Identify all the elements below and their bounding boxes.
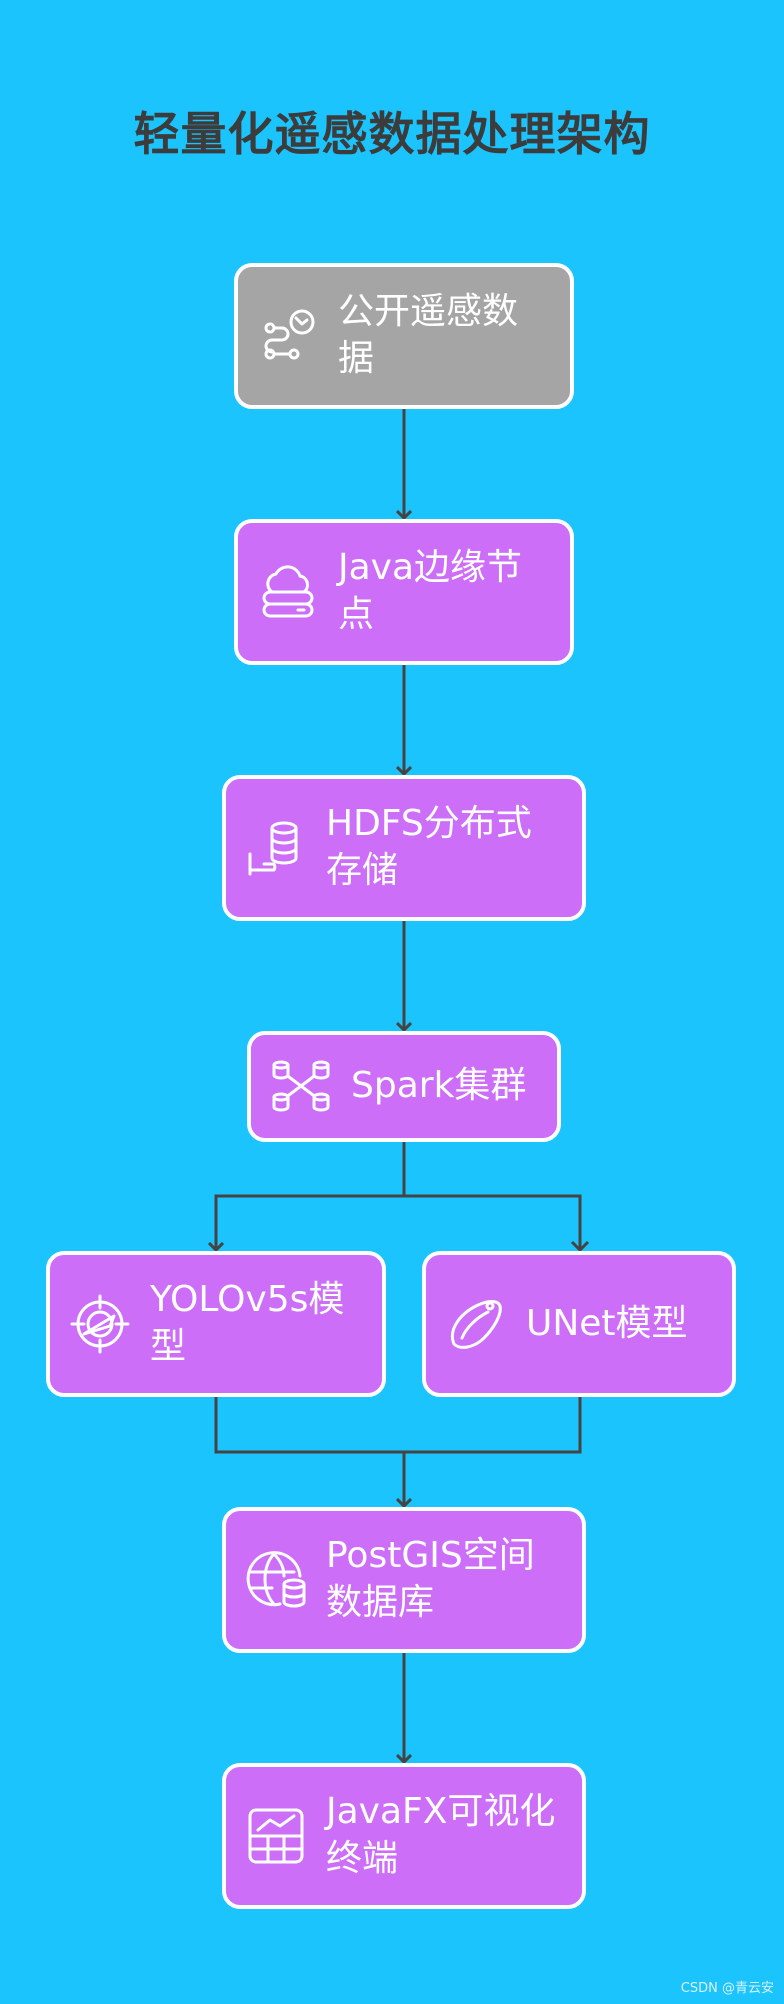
target-crosshair-icon [70, 1294, 130, 1354]
cluster-databases-icon [271, 1057, 331, 1117]
node-label: PostGIS空间数据库 [326, 1535, 535, 1623]
diagram-title: 轻量化遥感数据处理架构 [133, 107, 651, 161]
node-label: HDFS分布式存储 [326, 803, 532, 891]
node-label: JavaFX可视化终端 [326, 1791, 556, 1879]
node-javafx-terminal: JavaFX可视化终端 [222, 1763, 586, 1909]
edge-yolo-to-postgis [214, 1396, 404, 1506]
node-label: Java边缘节点 [338, 547, 523, 635]
database-hand-icon [246, 818, 306, 878]
node-label: Spark集群 [351, 1065, 527, 1107]
node-java-edge: Java边缘节点 [234, 519, 574, 665]
watermark: CSDN @青云安 [680, 1981, 774, 1996]
chart-grid-icon [246, 1806, 306, 1866]
globe-database-icon [246, 1550, 306, 1610]
edge-spark-to-yolo [216, 1141, 406, 1250]
node-hdfs-storage: HDFS分布式存储 [222, 775, 586, 921]
node-yolov5s-model: YOLOv5s模型 [46, 1251, 386, 1397]
leaf-shape-icon [446, 1294, 506, 1354]
edge-spark-to-unet [404, 1194, 582, 1250]
edge-unet-to-postgis [404, 1396, 582, 1454]
node-label: UNet模型 [526, 1302, 688, 1344]
node-open-remote-sensing-data: 公开遥感数据 [234, 263, 574, 409]
cloud-server-icon [258, 562, 318, 622]
node-label: 公开遥感数据 [338, 291, 519, 379]
satellite-route-icon [258, 306, 318, 366]
node-unet-model: UNet模型 [422, 1251, 736, 1397]
node-label: YOLOv5s模型 [150, 1279, 345, 1367]
node-spark-cluster: Spark集群 [247, 1031, 561, 1142]
node-postgis-database: PostGIS空间数据库 [222, 1507, 586, 1653]
